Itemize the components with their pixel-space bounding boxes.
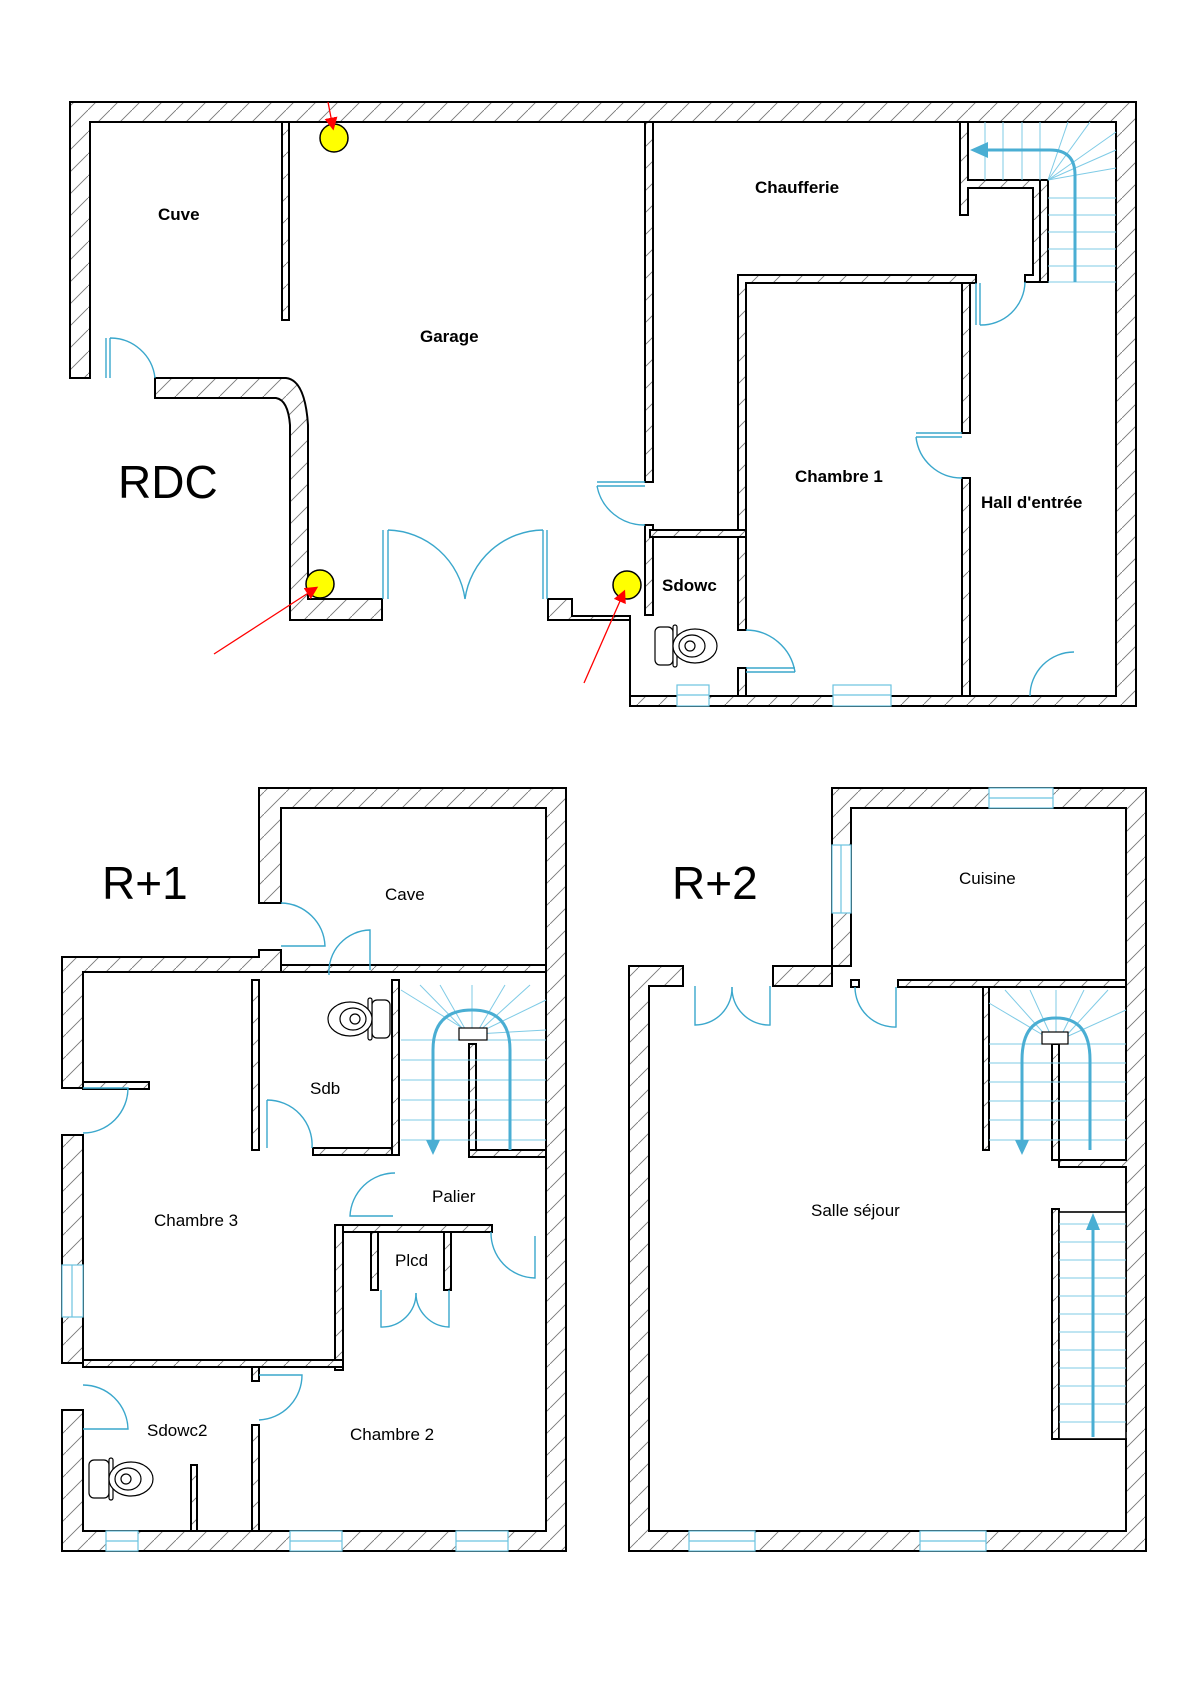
r1-plcd-left-wall xyxy=(370,1231,379,1291)
r1-chambre3-right-wall xyxy=(334,1224,344,1371)
marker-circle-top xyxy=(319,123,349,153)
r2-cuisine-door-stub xyxy=(850,979,860,988)
rdc-toilet-icon xyxy=(654,624,718,668)
door-sejour-double-left[interactable] xyxy=(694,986,733,1026)
r1-sdb-toilet-icon xyxy=(327,997,391,1041)
room-label-chaufferie: Chaufferie xyxy=(755,178,839,197)
rdc-garage-left-wall xyxy=(154,377,383,621)
rdc-sdowc-top-wall xyxy=(649,529,747,538)
r1-doors xyxy=(82,902,536,1430)
rdc-hall-partition xyxy=(1039,179,1049,283)
room-label-chambre3: Chambre 3 xyxy=(154,1211,238,1230)
door-sdowc[interactable] xyxy=(745,629,796,673)
rdc-chambre1-wall xyxy=(737,274,977,631)
room-label-hall-entree: Hall d'entrée xyxy=(981,493,1082,512)
door-sejour-double-right[interactable] xyxy=(731,986,771,1026)
floor-rdc: RDC Cuve Garage Chaufferie Chambre 1 Hal… xyxy=(69,101,1137,707)
r2-stair-left-wall xyxy=(982,986,990,1151)
room-label-cuve: Cuve xyxy=(158,205,200,224)
floor-label-rdc: RDC xyxy=(118,456,218,508)
r1-stair-bottom-wall xyxy=(468,1149,547,1158)
rdc-exterior-wall xyxy=(69,101,1137,707)
door-cave-sdb[interactable] xyxy=(328,929,371,976)
stair-direction-arrow-icon xyxy=(426,1140,440,1155)
room-label-sdowc2: Sdowc2 xyxy=(147,1421,207,1440)
rdc-windows xyxy=(676,684,892,707)
rdc-doors xyxy=(105,281,1075,697)
door-plcd-right[interactable] xyxy=(415,1290,450,1328)
r1-sdb-right-wall xyxy=(391,979,400,1156)
r2-stair-divider xyxy=(1051,1043,1060,1161)
rdc-garage-right-wall-lower xyxy=(644,524,654,616)
r1-cave-bottom-wall xyxy=(280,964,547,973)
r1-sdb-left-wall xyxy=(251,979,260,1151)
r1-sdowc2-partition xyxy=(251,1424,260,1532)
r1-left-exterior-wall xyxy=(61,949,282,1089)
room-label-garage: Garage xyxy=(420,327,479,346)
door-garage-main-right[interactable] xyxy=(464,529,548,600)
door-cave-left[interactable] xyxy=(280,902,326,947)
r1-sdowc2-right-wall xyxy=(251,1366,260,1382)
r1-windows xyxy=(61,1264,509,1552)
floor-r1: R+1 Cave Sdb Palier Chambre 3 Plcd Sdowc… xyxy=(61,787,567,1552)
rdc-markers xyxy=(213,101,642,684)
r2-stair2-left-wall xyxy=(1051,1208,1060,1440)
stair-direction-arrow-icon xyxy=(1015,1140,1029,1155)
door-chambre2-sdowc2[interactable] xyxy=(258,1374,303,1421)
rdc-garage-right-wall xyxy=(644,121,654,483)
r2-windows xyxy=(688,787,1054,1552)
room-label-sdowc: Sdowc xyxy=(662,576,717,595)
r1-left-lower-wall xyxy=(61,1134,84,1364)
room-label-sdb: Sdb xyxy=(310,1079,340,1098)
door-hall-entree[interactable] xyxy=(1029,651,1075,697)
floor-r2: R+2 Cuisine Salle séjour xyxy=(628,787,1147,1552)
floor-label-r1: R+1 xyxy=(102,857,188,909)
room-label-plcd: Plcd xyxy=(395,1251,428,1270)
r1-staircase xyxy=(400,984,547,1155)
door-sdowc2-ext[interactable] xyxy=(82,1384,129,1430)
door-chaufferie-hall[interactable] xyxy=(975,281,1026,326)
rdc-stair-wall xyxy=(959,121,1041,283)
room-label-chambre1: Chambre 1 xyxy=(795,467,883,486)
floor-label-r2: R+2 xyxy=(672,857,758,909)
r1-sdowc2-toilet-icon xyxy=(88,1457,154,1501)
door-garage-chaufferie[interactable] xyxy=(596,481,646,526)
door-chambre1[interactable] xyxy=(915,432,963,479)
door-palier-chambre2[interactable] xyxy=(490,1231,536,1279)
rdc-sdowc-bottom-stub xyxy=(737,667,747,697)
r2-doors xyxy=(694,986,897,1028)
r1-palier-bottom-wall xyxy=(341,1224,493,1233)
r1-sdb-bottom-wall xyxy=(312,1147,399,1156)
door-plcd-left[interactable] xyxy=(380,1290,417,1328)
room-label-cuisine: Cuisine xyxy=(959,869,1016,888)
room-label-salle-sejour: Salle séjour xyxy=(811,1201,900,1220)
rdc-chambre1-right-wall-lower xyxy=(961,477,971,697)
r2-staircase-straight xyxy=(1059,1213,1126,1437)
door-cuisine[interactable] xyxy=(854,986,897,1028)
r1-plcd-right-wall xyxy=(443,1231,452,1291)
room-label-chambre2: Chambre 2 xyxy=(350,1425,434,1444)
rdc-staircase xyxy=(970,121,1117,283)
door-palier-chambre3[interactable] xyxy=(349,1172,396,1217)
rdc-cuve-partition xyxy=(281,121,290,321)
marker-circle-right xyxy=(612,570,642,600)
room-label-palier: Palier xyxy=(432,1187,476,1206)
door-cuve[interactable] xyxy=(105,337,156,379)
rdc-chambre1-right-wall xyxy=(961,282,971,434)
door-chambre3-ext[interactable] xyxy=(82,1087,129,1134)
marker-circle-left xyxy=(305,569,335,599)
r2-staircase-winding xyxy=(988,989,1127,1155)
stair-up-arrow-icon xyxy=(1086,1213,1100,1230)
room-label-cave: Cave xyxy=(385,885,425,904)
r1-chambre3-bottom-wall xyxy=(82,1359,344,1368)
r1-sdowc2-inner-stub xyxy=(190,1464,198,1532)
r1-chambre3-stub xyxy=(82,1081,150,1090)
r2-cuisine-bottom-wall xyxy=(897,979,1127,988)
door-sdb[interactable] xyxy=(266,1099,313,1149)
stair-direction-arrow-icon xyxy=(970,142,988,158)
door-garage-main-left[interactable] xyxy=(382,529,466,600)
